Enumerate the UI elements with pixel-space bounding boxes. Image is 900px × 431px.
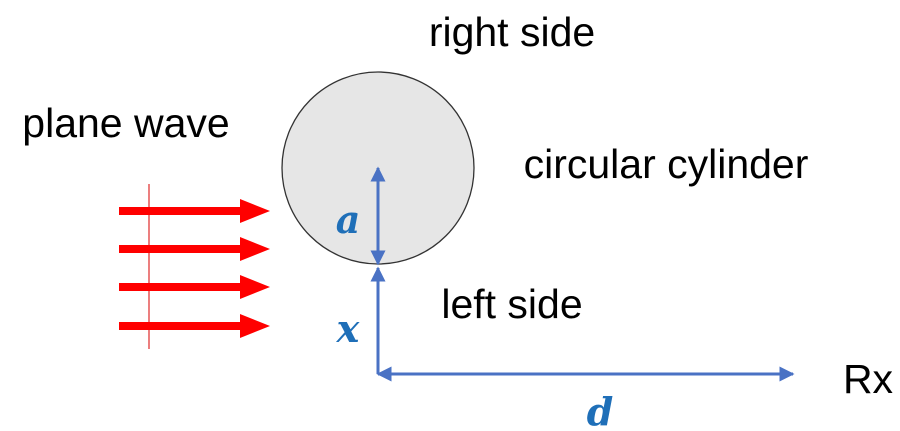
cylinder-label: circular cylinder [524, 141, 809, 187]
left-side-label: left side [441, 281, 582, 327]
wave-arrow-head [240, 199, 270, 223]
wave-arrow [119, 237, 270, 261]
plane-wave-arrows [119, 199, 270, 338]
wave-arrow [119, 314, 270, 338]
receiver-label: Rx [843, 356, 894, 402]
right-side-label: right side [429, 9, 595, 55]
plane-wave-label: plane wave [22, 100, 229, 146]
wave-arrow-head [240, 237, 270, 261]
wave-arrow-head [240, 314, 270, 338]
wave-arrow [119, 275, 270, 299]
offset-variable: x [336, 306, 361, 351]
distance-variable: d [587, 389, 614, 431]
radius-variable: a [336, 197, 361, 242]
wave-arrow-head [240, 275, 270, 299]
wave-arrow [119, 199, 270, 223]
